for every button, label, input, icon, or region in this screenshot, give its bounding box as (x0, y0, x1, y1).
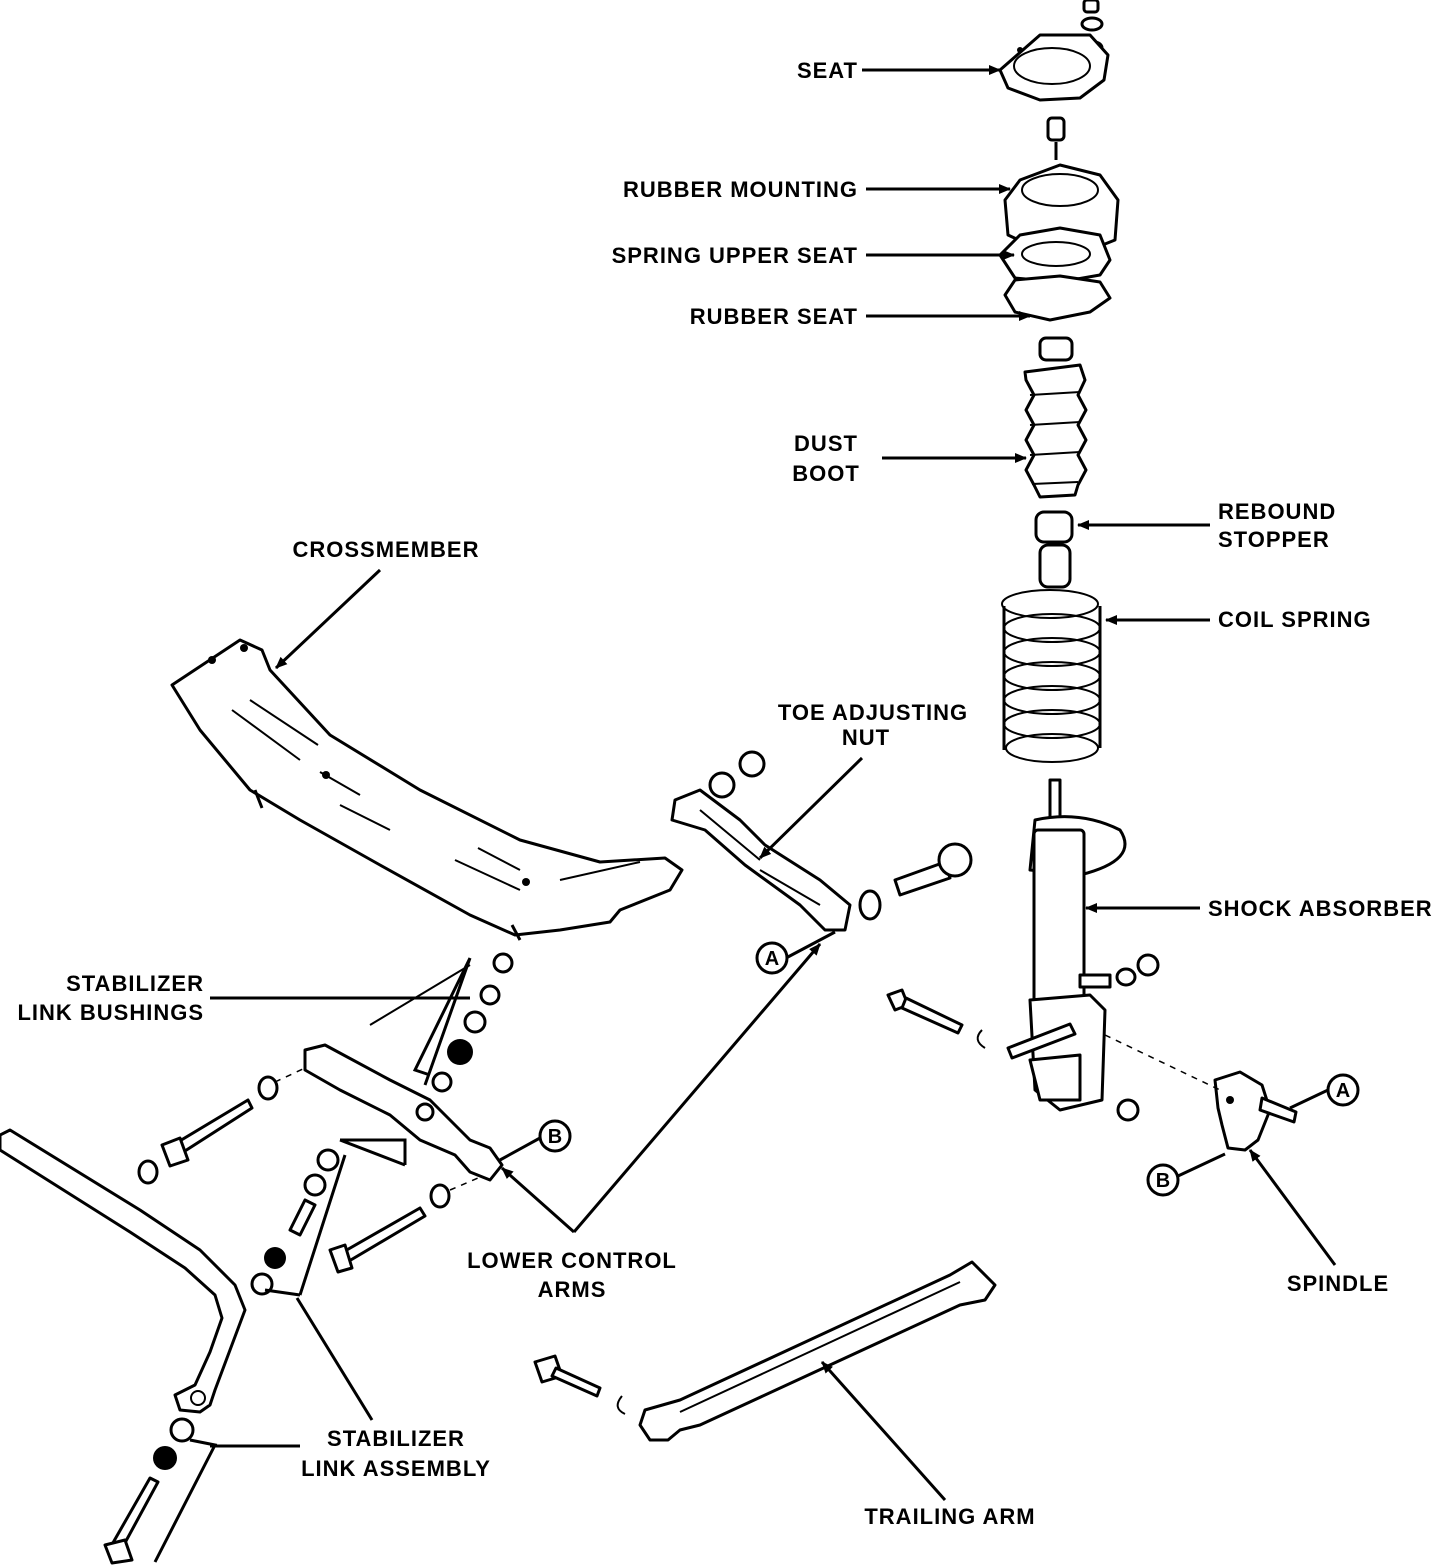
label-seat: SEAT (797, 58, 858, 83)
label-coil-spring: COIL SPRING (1218, 607, 1372, 632)
label-dust-boot-line1: DUST (794, 431, 858, 456)
stabilizer-link-assembly-part (103, 1138, 407, 1565)
dust-boot-part (1023, 336, 1088, 499)
svg-text:B: B (1156, 1170, 1170, 1192)
seat-part (998, 33, 1110, 102)
callout-a-spindle: A (1326, 1073, 1360, 1107)
toe-adjusting-link-part (670, 750, 973, 932)
label-rebound-stopper-line1: REBOUND (1218, 499, 1336, 524)
rebound-stopper-part (1034, 510, 1074, 589)
coil-spring-part (1001, 589, 1102, 763)
label-stabilizer-link-assembly-line2: LINK ASSEMBLY (301, 1456, 491, 1481)
stabilizer-link-bushings-part (369, 952, 514, 1093)
label-toe-adjusting-nut-line2: NUT (842, 725, 890, 750)
label-toe-adjusting-nut-line1: TOE ADJUSTING (778, 700, 968, 725)
label-shock-absorber: SHOCK ABSORBER (1208, 896, 1433, 921)
callout-b-spindle: B (1146, 1163, 1180, 1197)
rubber-seat-part (1003, 274, 1112, 322)
label-spring-upper-seat: SPRING UPPER SEAT (612, 243, 858, 268)
label-stabilizer-link-bushings-line1: STABILIZER (66, 971, 204, 996)
label-rubber-mounting: RUBBER MOUNTING (623, 177, 858, 202)
svg-text:A: A (1336, 1080, 1350, 1102)
callout-a-toe-link: A (755, 941, 789, 975)
label-crossmember: CROSSMEMBER (292, 537, 479, 562)
label-lower-control-arms-line1: LOWER CONTROL (467, 1248, 677, 1273)
label-stabilizer-link-assembly-line1: STABILIZER (327, 1426, 465, 1451)
label-rebound-stopper-line2: STOPPER (1218, 527, 1330, 552)
crossmember-part (170, 638, 684, 941)
lower-control-arm-part (137, 1043, 504, 1274)
label-dust-boot-line2: BOOT (792, 461, 860, 486)
stabilizer-bar-part (0, 1128, 247, 1414)
svg-text:A: A (765, 948, 779, 970)
leader-lines (210, 65, 1337, 1501)
label-rubber-seat: RUBBER SEAT (690, 304, 858, 329)
callout-b-control-arm: B (538, 1119, 572, 1153)
label-spindle: SPINDLE (1287, 1271, 1389, 1296)
shock-absorber-part (1006, 778, 1160, 1122)
spindle-part (1213, 1070, 1298, 1152)
label-trailing-arm: TRAILING ARM (864, 1504, 1035, 1529)
svg-text:B: B (548, 1126, 562, 1148)
label-stabilizer-link-bushings-line2: LINK BUSHINGS (17, 1000, 204, 1025)
label-lower-control-arms-line2: ARMS (538, 1277, 607, 1302)
trailing-arm-part (533, 1260, 997, 1442)
shock-bolt (886, 988, 986, 1049)
